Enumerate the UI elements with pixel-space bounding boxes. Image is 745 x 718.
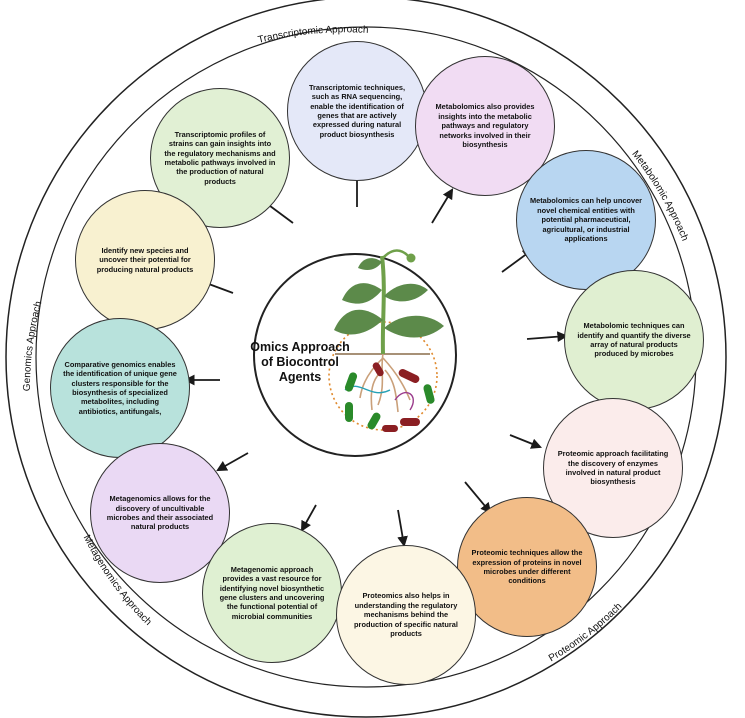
center-title: Omics Approach of Biocontrol Agents (248, 340, 352, 385)
bubble-text: Comparative genomics enables the identif… (63, 359, 177, 416)
bubble-metabolomics-insights: Metabolomics also provides insights into… (415, 56, 555, 196)
bubble-text: Proteomic approach facilitating the disc… (557, 449, 669, 487)
microbe-icon (382, 425, 398, 432)
arrow-metagenomics-uncultivable (216, 452, 249, 472)
microbe-icon (400, 418, 420, 426)
center-circle (253, 253, 457, 457)
bubble-text: Proteomics also helps in understanding t… (354, 591, 458, 639)
bubble-text: Metabolomics also provides insights into… (435, 102, 535, 150)
bubble-metagenomic-resource: Metagenomic approach provides a vast res… (202, 523, 342, 663)
bubble-metabolomics-uncover: Metabolomics can help uncover novel chem… (516, 150, 656, 290)
bubble-proteomics-regulatory: Proteomics also helps in understanding t… (336, 545, 476, 685)
bubble-genomics-species: Identify new species and uncover their p… (75, 190, 215, 330)
leaf-icon (384, 315, 444, 338)
leaf-icon (384, 283, 428, 302)
leaf-icon (342, 283, 382, 304)
arrow-proteomics-regulatory (397, 509, 408, 548)
microbe-icon (345, 402, 353, 422)
microbe-icon (398, 369, 420, 383)
leaf-icon (358, 258, 382, 270)
bubble-comparative-genomics: Comparative genomics enables the identif… (50, 318, 190, 458)
bubble-metabolomic-techniques: Metabolomic techniques can identify and … (564, 270, 704, 410)
plant-bud (406, 253, 416, 263)
bubble-text: Transcriptomic profiles of strains can g… (164, 129, 276, 186)
bubble-text: Transcriptomic techniques, such as RNA s… (308, 82, 406, 139)
bubble-text: Proteomic techniques allow the expressio… (471, 548, 583, 586)
microbe-icon (344, 372, 358, 392)
center-title-line1: Omics Approach (250, 340, 350, 354)
plant-stem (380, 255, 386, 355)
bubble-text: Metagenomic approach provides a vast res… (219, 564, 325, 621)
plant-illustration (328, 249, 444, 432)
center-title-line3: Agents (278, 370, 322, 384)
microbe-icon (372, 362, 384, 377)
arrow-proteomic-expression (464, 481, 492, 514)
microbe-icon (423, 384, 435, 404)
rhizosphere-boundary (328, 321, 438, 431)
bubble-text: Metabolomics can help uncover novel chem… (529, 196, 643, 244)
bubble-text: Metabolomic techniques can identify and … (577, 321, 691, 359)
arrow-proteomic-enzymes (509, 434, 543, 449)
bubble-text: Metagenomics allows for the discovery of… (106, 494, 214, 532)
bubble-text: Identify new species and uncover their p… (96, 245, 194, 274)
center-title-line2: of Biocontrol (261, 355, 339, 369)
root-system (359, 353, 411, 413)
arrow-metabolomic-techniques (526, 331, 569, 343)
arrow-metabolomics-insights (431, 188, 454, 224)
bubble-proteomic-expression: Proteomic techniques allow the expressio… (457, 497, 597, 637)
bubble-metagenomics-uncultivable: Metagenomics allows for the discovery of… (90, 443, 230, 583)
purple-filament (394, 391, 414, 411)
bubble-transcriptomic-techniques: Transcriptomic techniques, such as RNA s… (287, 41, 427, 181)
arrow-metagenomic-resource (300, 504, 317, 532)
leaf-icon (334, 309, 383, 335)
microbe-icon (367, 412, 381, 430)
